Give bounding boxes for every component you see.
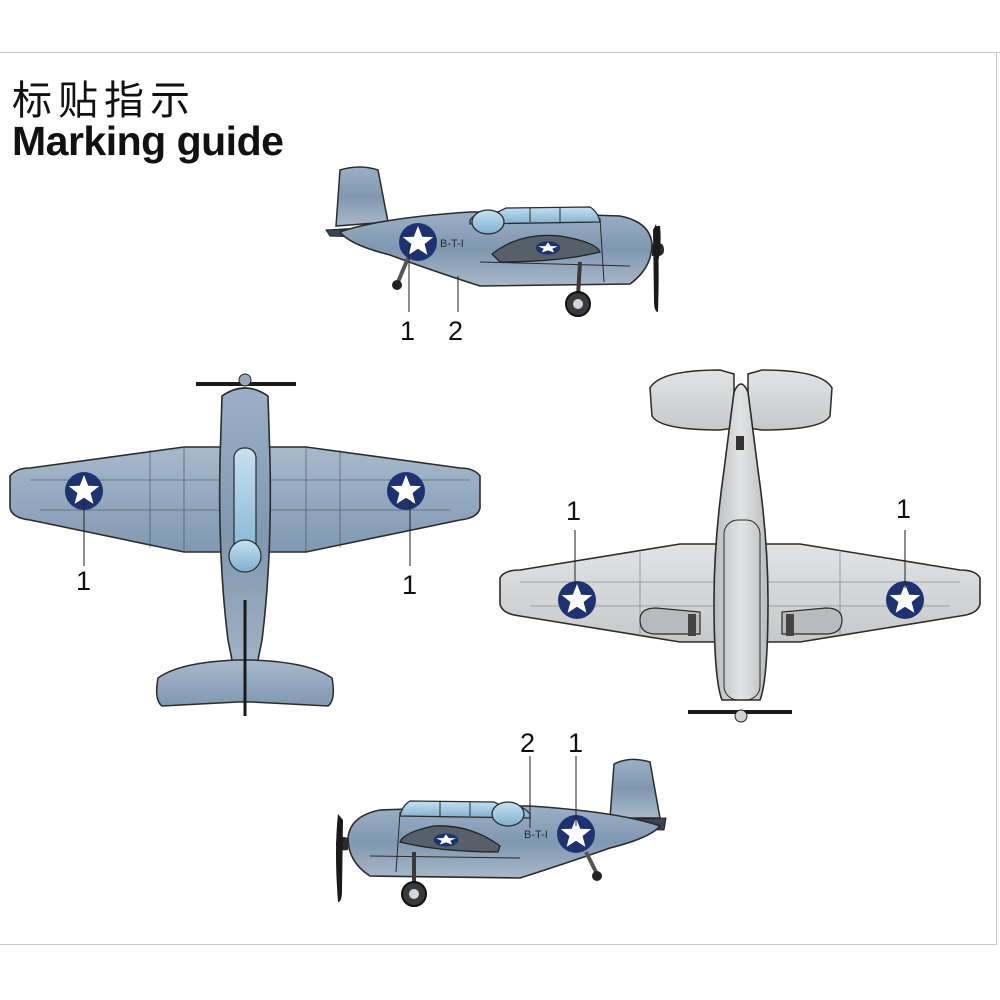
callout-side-top-2: 2 bbox=[448, 316, 464, 346]
fuselage-code-top: B-T-I bbox=[440, 238, 464, 250]
callout-top-wing-left: 1 bbox=[76, 566, 92, 596]
title-chinese: 标贴指示 bbox=[12, 78, 196, 124]
frame-border-bottom bbox=[0, 944, 997, 945]
callout-top-wing-right: 1 bbox=[402, 570, 418, 600]
callout-side-top-1: 1 bbox=[400, 316, 416, 346]
callout-bottom-wing-right: 1 bbox=[896, 494, 912, 524]
callout-side-bottom-1: 1 bbox=[568, 728, 584, 758]
frame-border-right bbox=[996, 52, 997, 944]
frame-border-top bbox=[0, 52, 1000, 53]
star-insignia-icon bbox=[387, 472, 425, 510]
propeller-icon bbox=[336, 814, 343, 902]
fuselage-code-bottom: B-T-I bbox=[524, 829, 548, 841]
star-insignia-icon bbox=[558, 581, 596, 619]
callout-side-bottom-2: 2 bbox=[520, 728, 536, 758]
star-insignia-icon bbox=[399, 223, 437, 261]
bottom-view-lower bbox=[499, 369, 981, 723]
side-view-left: B-T-I bbox=[336, 756, 667, 907]
side-view-right: B-T-I bbox=[325, 166, 664, 317]
top-view-upper bbox=[9, 373, 481, 716]
title-english: Marking guide bbox=[12, 118, 284, 164]
callout-bottom-wing-left: 1 bbox=[566, 496, 582, 526]
